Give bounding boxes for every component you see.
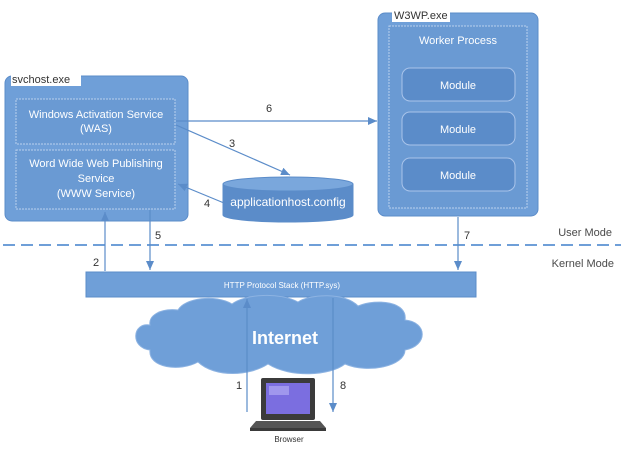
browser-label: Browser [274,435,304,444]
was-label-line2: (WAS) [80,123,112,135]
module-box [401,111,516,146]
w3wp-title-bg [392,9,450,22]
internet-cloud [135,294,423,375]
arrow-4 [177,183,225,204]
applicationhost-config-cylinder [222,176,354,223]
www-label-line1: Word Wide Web Publishing [29,158,163,170]
browser-computer-icon [250,378,326,431]
config-label: applicationhost.config [230,195,345,209]
arrow-label-8: 8 [340,380,346,392]
arrow-label-7: 7 [464,230,470,242]
www-label-line3: (WWW Service) [57,188,135,200]
module-label: Module [440,124,476,136]
module-label: Module [440,80,476,92]
svchost-title: svchost.exe [12,74,70,86]
http-stack-label: HTTP Protocol Stack (HTTP.sys) [224,281,341,290]
w3wp-title: W3WP.exe [394,10,448,22]
module-label: Module [440,170,476,182]
http-stack-box [85,271,477,298]
www-label-line2: Service [78,173,115,185]
was-box [15,98,176,145]
module-box [401,67,516,102]
internet-label: Internet [252,328,318,348]
arrow-label-2: 2 [93,257,99,269]
arrow-label-4: 4 [204,198,210,210]
worker-process-label: Worker Process [419,35,498,47]
was-label-line1: Windows Activation Service [29,109,164,121]
arrow-label-3: 3 [229,138,235,150]
kernel-mode-label: Kernel Mode [552,258,614,270]
user-mode-label: User Mode [558,227,612,239]
arrow-label-5: 5 [155,230,161,242]
svchost-title-bg [11,73,81,86]
www-service-box [15,149,176,210]
arrow-3 [175,124,291,176]
module-box [401,157,516,192]
arrow-label-1: 1 [236,380,242,392]
arrow-label-6: 6 [266,103,272,115]
